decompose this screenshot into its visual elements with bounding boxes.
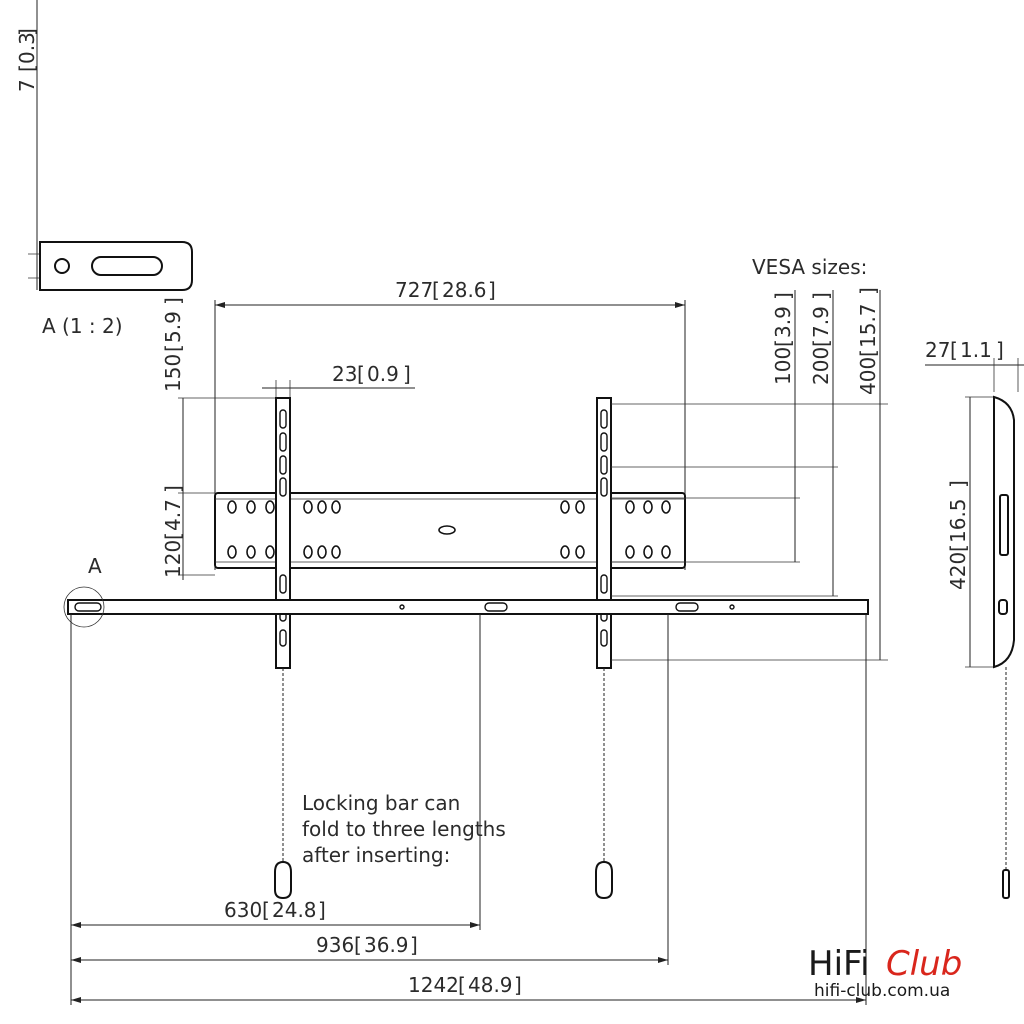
svg-text:[: [ bbox=[458, 973, 466, 997]
svg-text:[: [ bbox=[856, 349, 880, 357]
svg-text:hifi-club.com.ua: hifi-club.com.ua bbox=[814, 981, 950, 1001]
svg-text:[: [ bbox=[15, 64, 39, 72]
vesa-400-inch-label: 15.7 bbox=[856, 303, 880, 348]
dim-727-label: 727 bbox=[395, 278, 433, 302]
svg-text:HiFi: HiFi bbox=[808, 944, 870, 984]
dim-936-label: 936 bbox=[316, 933, 354, 957]
dim-7-label: 7 bbox=[15, 79, 39, 92]
dim-936-inch-label: 36.9 bbox=[364, 933, 409, 957]
svg-text:]: ] bbox=[856, 287, 880, 295]
dim-420-inch-label: 16.5 bbox=[946, 498, 970, 543]
vesa-200-inch-label: 7.9 bbox=[809, 306, 833, 338]
detail-a-view: 7 [ 0.3 ] A (1 : 2) bbox=[15, 0, 193, 338]
dim-630-label: 630 bbox=[224, 898, 262, 922]
svg-text:]: ] bbox=[771, 292, 795, 300]
svg-text:]: ] bbox=[15, 28, 39, 36]
dim-150-inch-label: 5.9 bbox=[161, 311, 185, 343]
svg-text:[: [ bbox=[809, 339, 833, 347]
vesa-title: VESA sizes: bbox=[752, 255, 867, 279]
dim-727-inch-label: 28.6 bbox=[442, 278, 487, 302]
svg-text:[: [ bbox=[354, 933, 362, 957]
vesa-100-label: 100 bbox=[771, 347, 795, 385]
svg-text:[: [ bbox=[161, 532, 185, 540]
vesa-100-inch-label: 3.9 bbox=[771, 306, 795, 338]
svg-text:]: ] bbox=[410, 933, 418, 957]
svg-text:[: [ bbox=[357, 362, 365, 386]
svg-text:]: ] bbox=[318, 898, 326, 922]
svg-text:[: [ bbox=[161, 344, 185, 352]
svg-text:]: ] bbox=[161, 485, 185, 493]
svg-text:]: ] bbox=[996, 338, 1004, 362]
locking-bar-note-2: fold to three lengths bbox=[302, 817, 506, 841]
svg-text:[: [ bbox=[432, 278, 440, 302]
dim-7-inch-label: 0.3 bbox=[15, 32, 39, 64]
dim-1242-inch-label: 48.9 bbox=[468, 973, 513, 997]
svg-text:]: ] bbox=[809, 292, 833, 300]
dim-150-label: 150 bbox=[161, 354, 185, 392]
svg-text:[: [ bbox=[262, 898, 270, 922]
svg-text:]: ] bbox=[946, 480, 970, 488]
svg-text:]: ] bbox=[161, 297, 185, 305]
svg-text:]: ] bbox=[488, 278, 496, 302]
svg-text:Club: Club bbox=[886, 944, 962, 984]
svg-text:[: [ bbox=[946, 544, 970, 552]
locking-bar-note-1: Locking bar can bbox=[302, 791, 460, 815]
dim-420-label: 420 bbox=[946, 552, 970, 590]
dim-27-label: 27 bbox=[925, 338, 950, 362]
dim-630-inch-label: 24.8 bbox=[272, 898, 317, 922]
vesa-400-label: 400 bbox=[856, 357, 880, 395]
dim-120-label: 120 bbox=[161, 540, 185, 578]
front-view: 727 [ 28.6 ] 23 [ 0.9 ] 150 [ 5.9 ] 120 … bbox=[63, 255, 888, 1005]
detail-scale-label: A (1 : 2) bbox=[42, 314, 123, 338]
svg-text:[: [ bbox=[950, 338, 958, 362]
wall-plate-holes bbox=[227, 500, 671, 559]
detail-marker-label: A bbox=[88, 554, 102, 578]
dim-1242-label: 1242 bbox=[408, 973, 459, 997]
svg-text:[: [ bbox=[771, 339, 795, 347]
svg-text:]: ] bbox=[514, 973, 522, 997]
dim-23-inch-label: 0.9 bbox=[367, 362, 399, 386]
dim-27-inch-label: 1.1 bbox=[960, 338, 992, 362]
vesa-200-label: 200 bbox=[809, 347, 833, 385]
locking-bar-note-3: after inserting: bbox=[302, 843, 450, 867]
dim-120-inch-label: 4.7 bbox=[161, 499, 185, 531]
svg-text:]: ] bbox=[403, 362, 411, 386]
dim-23-label: 23 bbox=[332, 362, 357, 386]
hificlub-logo: HiFi Club hifi-club.com.ua bbox=[808, 944, 962, 1001]
side-view: 27 [ 1.1 ] 420 [ 16.5 ] bbox=[925, 338, 1024, 899]
